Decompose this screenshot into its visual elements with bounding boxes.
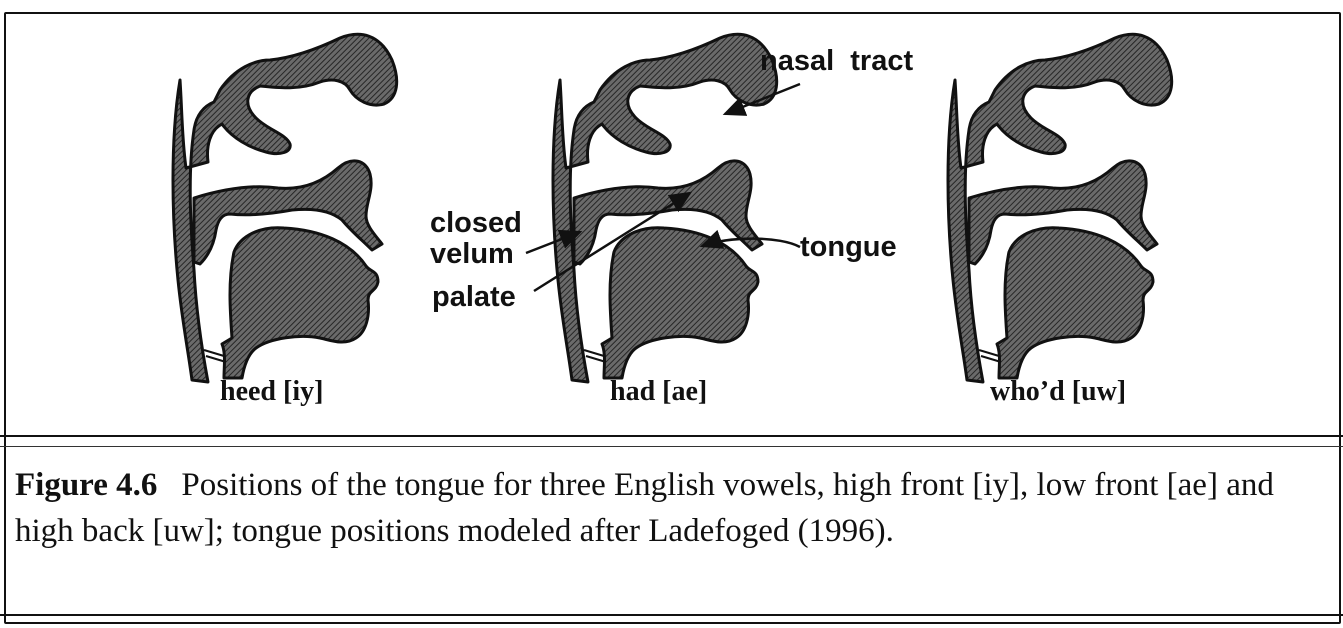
closed-velum-label-line2: velum bbox=[430, 239, 514, 269]
vocal-tract-whod bbox=[935, 20, 1175, 390]
panel-label-had: had [ae] bbox=[610, 376, 707, 408]
closed-velum-label-line1: closed bbox=[430, 208, 522, 238]
panel-label-whod: who’d [uw] bbox=[990, 376, 1126, 408]
figure-number: Figure 4.6 bbox=[15, 467, 157, 503]
caption-text: Positions of the tongue for three Englis… bbox=[15, 467, 1274, 549]
nasal-tract-label: nasal tract bbox=[760, 46, 913, 76]
tongue-label: tongue bbox=[800, 232, 897, 262]
vocal-tract-heed bbox=[160, 20, 400, 390]
panel-label-heed: heed [iy] bbox=[220, 376, 323, 408]
caption-divider bbox=[0, 435, 1343, 437]
vocal-tract-had bbox=[540, 20, 780, 390]
caption-divider-thin bbox=[0, 446, 1343, 447]
bottom-rule bbox=[0, 614, 1343, 616]
palate-label: palate bbox=[432, 282, 516, 312]
